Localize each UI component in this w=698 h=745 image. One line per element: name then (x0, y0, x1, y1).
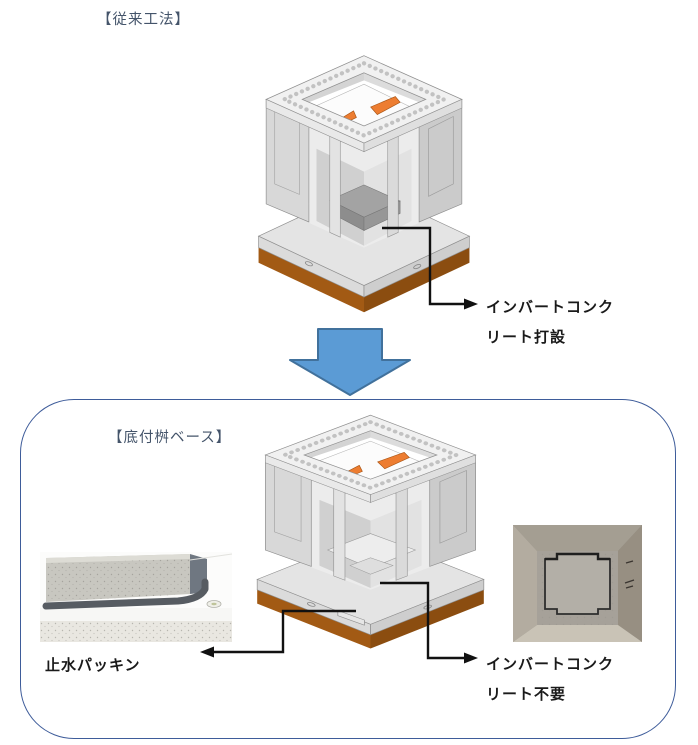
invert-cast-line1: インバートコンク (486, 299, 615, 316)
invert-not-required-line2: リート不要 (486, 686, 567, 703)
photo-wall-marking (624, 560, 635, 589)
new-base-label: 【底付桝ベース】 (108, 430, 232, 446)
photo-rubber-gasket (42, 578, 209, 610)
invert-cast-line2: リート打設 (486, 329, 567, 346)
new-base-panel (20, 399, 676, 739)
water-stop-packing-photo (40, 552, 232, 642)
basin-interior-photo (513, 525, 642, 642)
invert-not-required-annotation: インバートコンク リート不要 (486, 650, 614, 710)
water-stop-annotation: 止水パッキン (45, 657, 141, 674)
conventional-basin-illustration (258, 50, 470, 313)
down-block-arrow-icon (289, 328, 411, 396)
invert-cast-annotation: インバートコンク リート打設 (486, 293, 614, 353)
invert-not-required-line1: インバートコンク (486, 656, 615, 673)
photo-bottom-slab (544, 553, 611, 615)
new-base-basin-illustration (256, 410, 485, 650)
conventional-method-label: 【従来工法】 (97, 12, 190, 28)
